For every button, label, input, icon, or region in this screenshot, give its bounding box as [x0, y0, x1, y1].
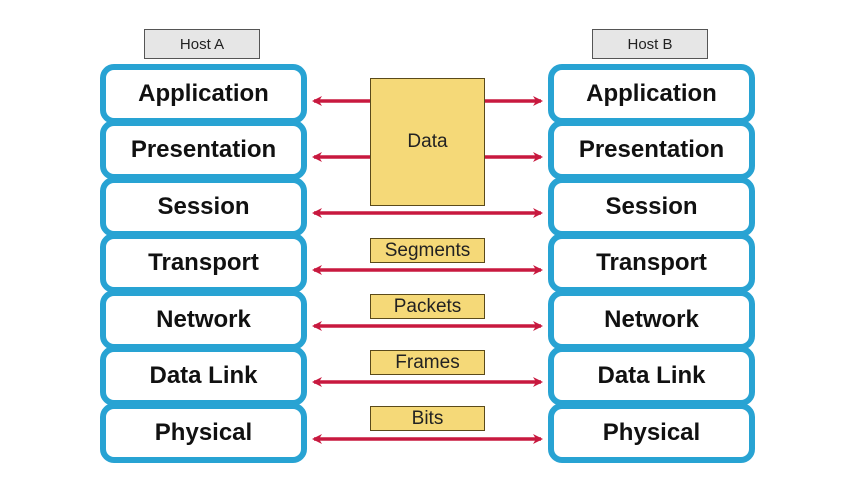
pdu-packets: Packets [370, 294, 485, 319]
pdu-frames: Frames [370, 350, 485, 375]
pdu-data: Data [370, 78, 485, 206]
host-a-label: Host A [144, 29, 260, 59]
host-b-layer-network: Network [548, 290, 755, 350]
host-b-layer-transport: Transport [548, 233, 755, 293]
host-b-layer-physical: Physical [548, 403, 755, 463]
host-a-layer-application: Application [100, 64, 307, 124]
pdu-bits: Bits [370, 406, 485, 431]
pdu-segments: Segments [370, 238, 485, 263]
host-b-layer-application: Application [548, 64, 755, 124]
host-a-layer-physical: Physical [100, 403, 307, 463]
host-b-label: Host B [592, 29, 708, 59]
